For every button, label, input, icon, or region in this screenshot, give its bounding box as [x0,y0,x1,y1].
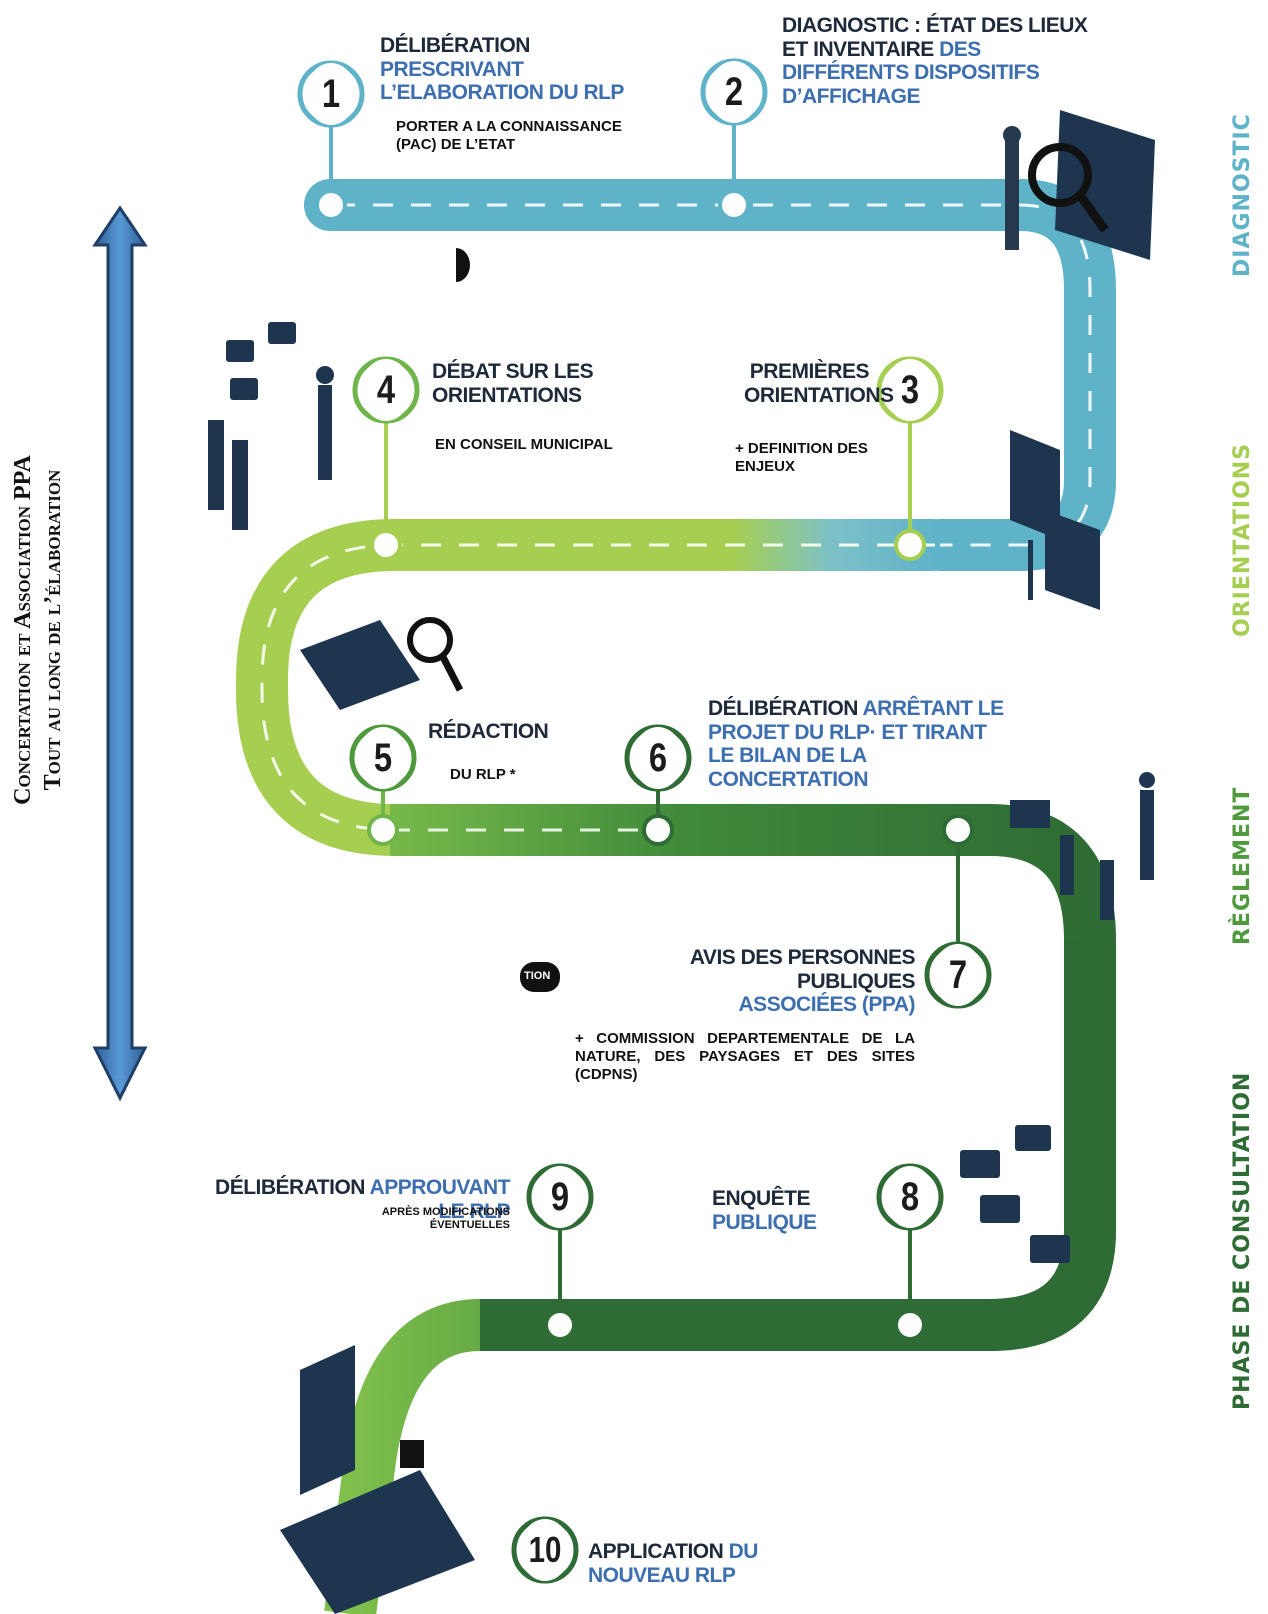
step-1-label-accent: PRESCRIVANT L’ELABORATION DU RLP [380,57,624,105]
left-banner-line-2: Tout au long de l’élaboration [40,469,66,791]
step-8-label-accent: PUBLIQUE [712,1210,817,1234]
step-9-note: APRÈS MODIFICATIONS ÉVENTUELLES [381,1206,510,1232]
step-1-note: PORTER A LA CONNAISSANCE (PAC) DE L’ETAT [396,118,622,153]
step-2-label: DIAGNOSTIC : ÉTAT DES LIEUX ET INVENTAIR… [782,14,1102,108]
step-6-label: DÉLIBÉRATION ARRÊTANT LE PROJET DU RLP· … [708,697,1008,791]
step-1-label-main: DÉLIBÉRATION [380,34,530,57]
step-6-label-main: DÉLIBÉRATION [708,697,858,720]
step-9-label: DÉLIBÉRATION APPROUVANT LE RLP [200,1176,510,1223]
step-number-7: 7 [932,944,984,1006]
fragment-badge [520,962,560,992]
step-4-note: EN CONSEIL MUNICIPAL [435,436,613,453]
people-speech-icon [208,322,334,530]
fragment-badge-text: TION [524,970,551,982]
step-number-6: 6 [632,727,684,789]
step-9-label-accent: APPROUVANT LE RLP [364,1176,511,1223]
step-number-2: 2 [708,61,760,123]
billboards-icon [1010,430,1100,610]
road-nodes [315,122,974,1341]
step-6-label-accent: ARRÊTANT LE PROJET DU RLP· ET TIRANT LE … [708,697,1004,791]
step-5-label-main: RÉDACTION [428,720,549,743]
step-7-label-main: AVIS DES PERSONNES PUBLIQUES [689,946,916,993]
step-2-label-accent: DES DIFFÉRENTS DISPOSITIFS D’AFFICHAGE [782,37,1040,108]
step-number-8: 8 [884,1166,936,1228]
step-number-1: 1 [305,63,357,125]
phase-label-consultation: PHASE DE CONSULTATION [1230,1071,1255,1410]
step-number-5: 5 [357,727,409,789]
phase-label-reglement: RÈGLEMENT [1230,786,1255,945]
step-8-label: ENQUÊTE PUBLIQUE [712,1187,872,1234]
step-8-label-main: ENQUÊTE [712,1187,811,1210]
speech-bubbles-icon [960,1125,1070,1263]
road-segment-2 [236,519,935,856]
step-1-label: DÉLIBÉRATION PRESCRIVANT L’ELABORATION D… [380,34,630,105]
phase-label-diagnostic: DIAGNOSTIC [1230,113,1255,277]
step-7-label-accent: ASSOCIÉES (PPA) [738,993,916,1017]
step-10-label: APPLICATION DU NOUVEAU RLP [588,1540,858,1587]
left-banner: Concertation et Association PPA Tout au … [8,250,68,1010]
billboard-magnifier-icon [1003,110,1155,260]
step-2-label-main: DIAGNOSTIC : ÉTAT DES LIEUX ET INVENTAIR… [782,14,1088,61]
half-circle-mark [456,248,470,282]
step-3-label: PREMIÈRES ORIENTATIONS [744,360,894,407]
step-7-note: + COMMISSION DEPARTEMENTALE DE LA NATURE… [575,1030,915,1083]
step-4-label-main: DÉBAT SUR LES ORIENTATIONS [432,360,594,407]
step-number-9: 9 [534,1166,586,1228]
double-arrow-icon [92,205,148,1102]
step-5-label: RÉDACTION [428,720,568,744]
step-10-label-accent: DU NOUVEAU RLP [588,1540,758,1587]
step-number-4: 4 [360,359,412,421]
city-plan-icon [280,1345,475,1614]
map-magnifier-icon [300,617,464,710]
meeting-people-icon [1010,772,1155,920]
step-10-label-main: APPLICATION [588,1540,724,1563]
step-4-label: DÉBAT SUR LES ORIENTATIONS [432,360,597,407]
step-5-note: DU RLP * [450,766,516,783]
step-3-note: + DEFINITION DES ENJEUX [735,440,868,475]
step-number-10: 10 [519,1519,571,1581]
step-9-label-main: DÉLIBÉRATION [215,1176,365,1199]
step-3-label-main: PREMIÈRES ORIENTATIONS [744,360,894,407]
step-7-label: AVIS DES PERSONNES PUBLIQUES ASSOCIÉES (… [630,946,916,1017]
step-number-3: 3 [884,359,936,421]
left-banner-line-1: Concertation et Association PPA [10,455,36,805]
phase-label-orientations: ORIENTATIONS [1230,442,1255,637]
